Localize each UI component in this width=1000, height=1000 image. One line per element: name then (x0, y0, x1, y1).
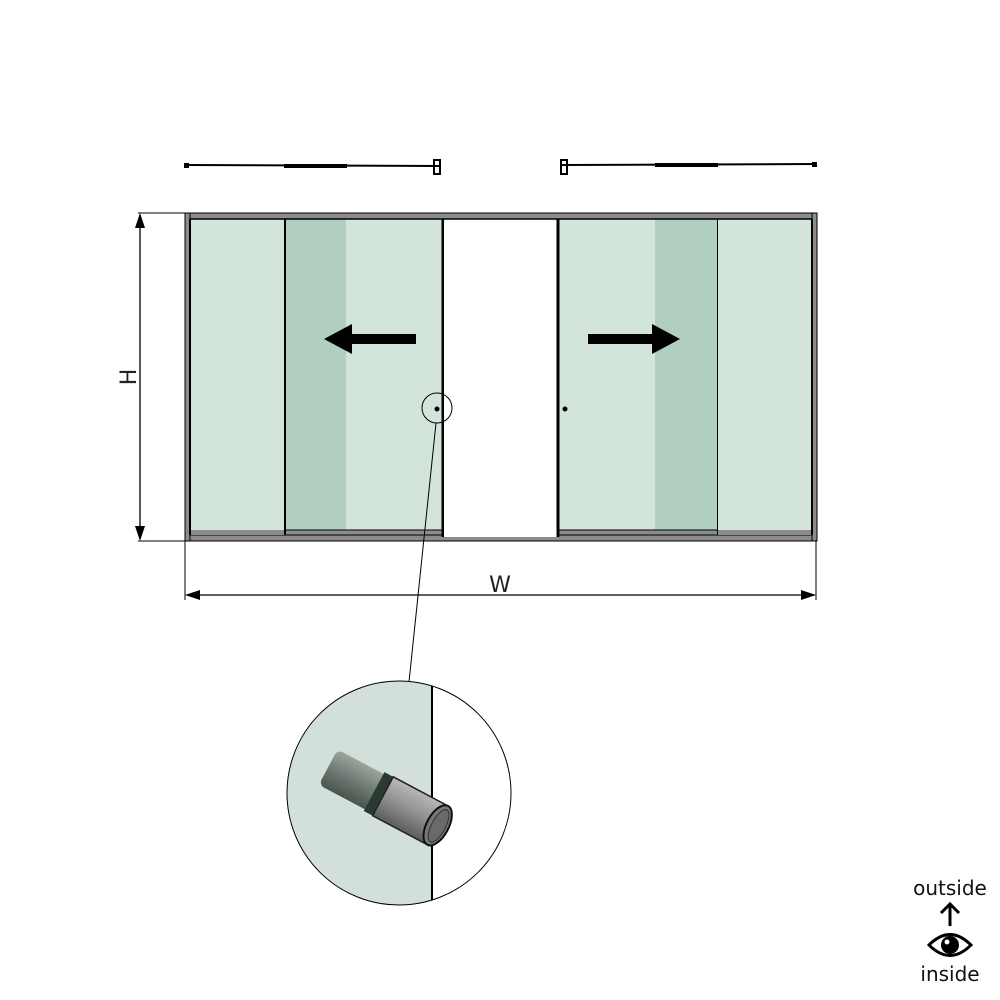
plan-view-right (560, 159, 817, 175)
height-dimension: H (117, 212, 185, 542)
slide-right-arrow-icon (588, 324, 680, 354)
width-label: W (489, 573, 511, 598)
slide-left-arrow-icon (324, 324, 416, 354)
up-arrow-icon (900, 900, 1000, 928)
left-sliding-panel (284, 219, 445, 537)
detail-callout (408, 392, 453, 683)
inside-label: inside (920, 962, 980, 986)
center-opening (444, 219, 558, 537)
handle-detail-zoom (286, 680, 512, 906)
width-dimension: W (184, 541, 817, 600)
right-fixed-panel (718, 219, 812, 535)
eye-icon (900, 928, 1000, 962)
height-label: H (117, 369, 142, 386)
right-sliding-panel (556, 219, 719, 537)
plan-view-left (184, 159, 441, 175)
outside-label: outside (913, 876, 987, 900)
left-fixed-panel (190, 219, 285, 535)
orientation-legend: outside inside (900, 876, 1000, 986)
